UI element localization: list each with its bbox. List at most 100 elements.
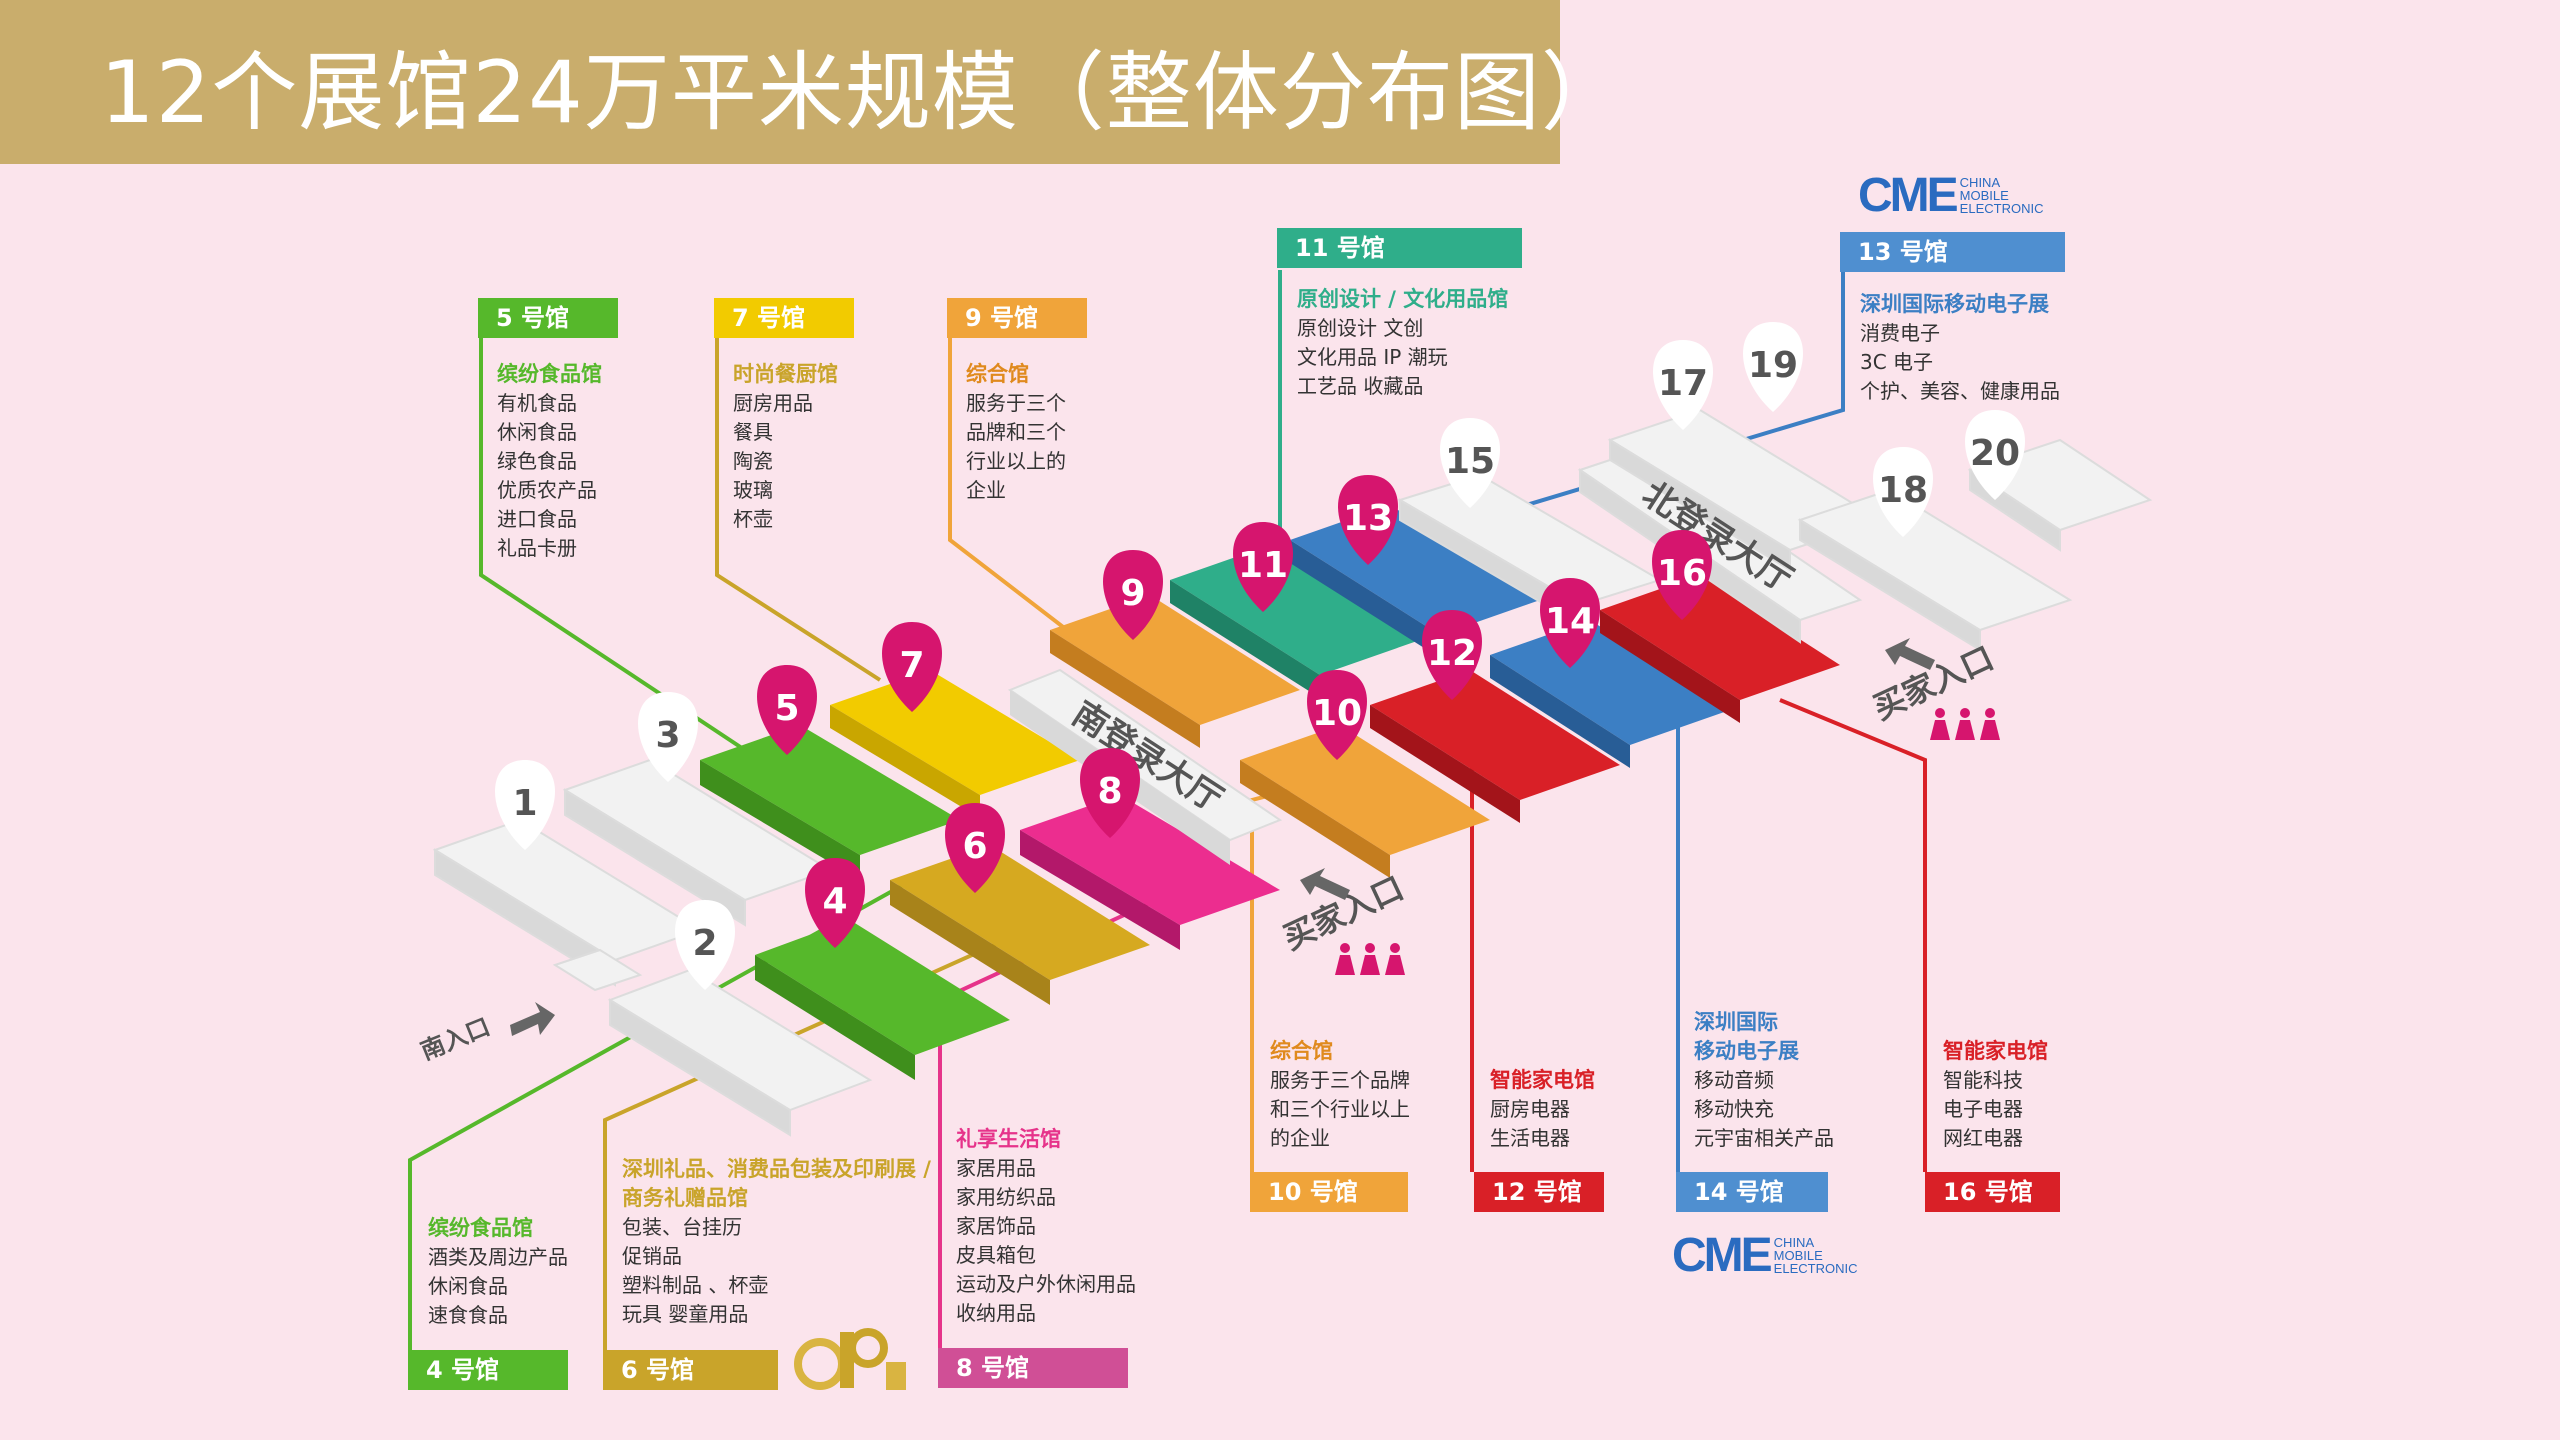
cme-logo-line: CHINA bbox=[1773, 1235, 1815, 1250]
hall-9-block bbox=[1050, 595, 1300, 748]
hall-14-block bbox=[1490, 620, 1730, 768]
pin-3-label: 3 bbox=[655, 715, 680, 756]
hall-7-item: 陶瓷 bbox=[733, 449, 773, 473]
hall-6-item: 促销品 bbox=[622, 1244, 682, 1268]
arrow-icon bbox=[510, 1002, 555, 1036]
pin-13-label: 13 bbox=[1343, 498, 1393, 539]
hall-9-item: 企业 bbox=[966, 478, 1006, 502]
hall-8-item: 家居饰品 bbox=[956, 1214, 1036, 1238]
hall-4-info: 缤纷食品馆 酒类及周边产品 休闲食品 速食食品 bbox=[428, 1214, 568, 1330]
hall-6-item: 玩具 婴童用品 bbox=[622, 1302, 749, 1326]
pin-20-label: 20 bbox=[1970, 433, 2020, 474]
title-bar: 12个展馆24万平米规模（整体分布图） bbox=[0, 0, 1627, 164]
pin-6-label: 6 bbox=[962, 826, 987, 867]
hall-7-title: 时尚餐厨馆 bbox=[733, 362, 838, 386]
cme-logo-line: ELECTRONIC bbox=[1773, 1261, 1858, 1276]
hall-14-title: 深圳国际 bbox=[1694, 1010, 1778, 1034]
hall-7-item: 杯壶 bbox=[733, 507, 773, 531]
pin-1-label: 1 bbox=[512, 783, 537, 824]
hall-10-item: 服务于三个品牌 bbox=[1270, 1068, 1410, 1092]
hall-5-tag: 5 号馆 bbox=[478, 298, 618, 338]
hall-9-item: 行业以上的 bbox=[966, 449, 1066, 473]
pin-14-label: 14 bbox=[1545, 601, 1595, 642]
hall-8-item: 运动及户外休闲用品 bbox=[956, 1272, 1136, 1296]
hall-6-item: 塑料制品 、杯壶 bbox=[622, 1273, 769, 1297]
pin-2-label: 2 bbox=[692, 923, 717, 964]
pin-17-label: 17 bbox=[1658, 363, 1708, 404]
entry-arrows bbox=[510, 638, 1935, 1036]
hall-8-tag: 8 号馆 bbox=[938, 1348, 1128, 1388]
hall-8-title: 礼享生活馆 bbox=[956, 1127, 1061, 1151]
hall-14-tag: 14 号馆 bbox=[1676, 1172, 1828, 1212]
hall-13-tag: 13 号馆 bbox=[1840, 232, 2065, 272]
hall-5-item: 进口食品 bbox=[497, 507, 577, 531]
cme-logo-text: CME bbox=[1672, 1229, 1773, 1282]
hall-13-item: 3C 电子 bbox=[1860, 350, 1934, 374]
hall-8-item: 家居用品 bbox=[956, 1156, 1036, 1180]
hall-14-item: 移动快充 bbox=[1694, 1097, 1774, 1121]
hall-16-item: 智能科技 bbox=[1943, 1068, 2023, 1092]
hall-10-block bbox=[1240, 725, 1490, 878]
hall-7-item: 餐具 bbox=[733, 420, 773, 444]
hall-10-title: 综合馆 bbox=[1270, 1039, 1333, 1063]
pin-7-label: 7 bbox=[899, 645, 924, 686]
hall-5-item: 有机食品 bbox=[497, 391, 577, 415]
hall-11-item: 文化用品 IP 潮玩 bbox=[1297, 345, 1448, 369]
hall-14-item: 移动音频 bbox=[1694, 1068, 1774, 1092]
hall-8-item: 家用纺织品 bbox=[956, 1185, 1056, 1209]
hall-3-side bbox=[564, 788, 746, 927]
hall-12-title: 智能家电馆 bbox=[1490, 1068, 1595, 1092]
hall-5-item: 优质农产品 bbox=[497, 478, 597, 502]
hall-9-title: 综合馆 bbox=[966, 362, 1029, 386]
page-title: 12个展馆24万平米规模（整体分布图） bbox=[100, 43, 1628, 143]
pin-9-label: 9 bbox=[1120, 573, 1145, 614]
hall-11-title: 原创设计 / 文化用品馆 bbox=[1297, 287, 1509, 311]
hall-6-item: 包装、台挂历 bbox=[622, 1215, 742, 1239]
white-halls-left bbox=[432, 758, 873, 1137]
hall-16-item: 网红电器 bbox=[1943, 1126, 2023, 1150]
hall-4-item: 酒类及周边产品 bbox=[428, 1245, 568, 1269]
hall-12-tag: 12 号馆 bbox=[1474, 1172, 1604, 1212]
pin-19-label: 19 bbox=[1748, 345, 1798, 386]
cme-logo-line: MOBILE bbox=[1773, 1248, 1823, 1263]
arrow-icon bbox=[1300, 868, 1350, 900]
hall-7-tag: 7 号馆 bbox=[714, 298, 854, 338]
hall-11-info: 原创设计 / 文化用品馆 原创设计 文创 文化用品 IP 潮玩 工艺品 收藏品 bbox=[1297, 285, 1508, 401]
corridor-south bbox=[552, 948, 643, 992]
white-halls-right bbox=[1397, 408, 2153, 652]
gifts-logo-icon bbox=[794, 1328, 906, 1390]
hall-7-item: 厨房用品 bbox=[733, 391, 813, 415]
pin-5-label: 5 bbox=[774, 688, 799, 729]
cme-logo-text: CME bbox=[1858, 169, 1959, 222]
hall-5-title: 缤纷食品馆 bbox=[497, 362, 602, 386]
hall-7-item: 玻璃 bbox=[733, 478, 773, 502]
hall-1-side bbox=[434, 848, 616, 987]
hall-5-item: 礼品卡册 bbox=[497, 536, 577, 560]
hall-9-info: 综合馆 服务于三个 品牌和三个 行业以上的 企业 bbox=[966, 360, 1066, 505]
hall-16-item: 电子电器 bbox=[1943, 1097, 2023, 1121]
hall-10-item: 的企业 bbox=[1270, 1126, 1330, 1150]
hall-4-tag: 4 号馆 bbox=[408, 1350, 568, 1390]
pin-16-label: 16 bbox=[1657, 553, 1707, 594]
hall-6-block bbox=[890, 845, 1150, 1005]
hall-7-block bbox=[830, 670, 1080, 818]
hall-8-block bbox=[1020, 795, 1280, 950]
pin-12-label: 12 bbox=[1427, 633, 1477, 674]
hall-5-info: 缤纷食品馆 有机食品 休闲食品 绿色食品 优质农产品 进口食品 礼品卡册 bbox=[497, 360, 602, 563]
hall-9-tag: 9 号馆 bbox=[947, 298, 1087, 338]
hall-12-block bbox=[1370, 670, 1620, 823]
pin-18-label: 18 bbox=[1878, 470, 1928, 511]
hall-8-item: 收纳用品 bbox=[956, 1301, 1036, 1325]
hall-12-item: 生活电器 bbox=[1490, 1126, 1570, 1150]
hall-16-block bbox=[1600, 575, 1840, 723]
cme-logo-line: MOBILE bbox=[1959, 188, 2009, 203]
hall-11-item: 原创设计 文创 bbox=[1297, 316, 1424, 340]
pin-4-label: 4 bbox=[822, 881, 847, 922]
pin-15-label: 15 bbox=[1445, 441, 1495, 482]
hall-10-item: 和三个行业以上 bbox=[1270, 1097, 1410, 1121]
hall-16-title: 智能家电馆 bbox=[1943, 1039, 2048, 1063]
hall-11-tag: 11 号馆 bbox=[1277, 228, 1522, 268]
cme-logo-top: CME CHINA MOBILE ELECTRONIC bbox=[1858, 168, 2043, 223]
hall-9-item: 服务于三个 bbox=[966, 391, 1066, 415]
